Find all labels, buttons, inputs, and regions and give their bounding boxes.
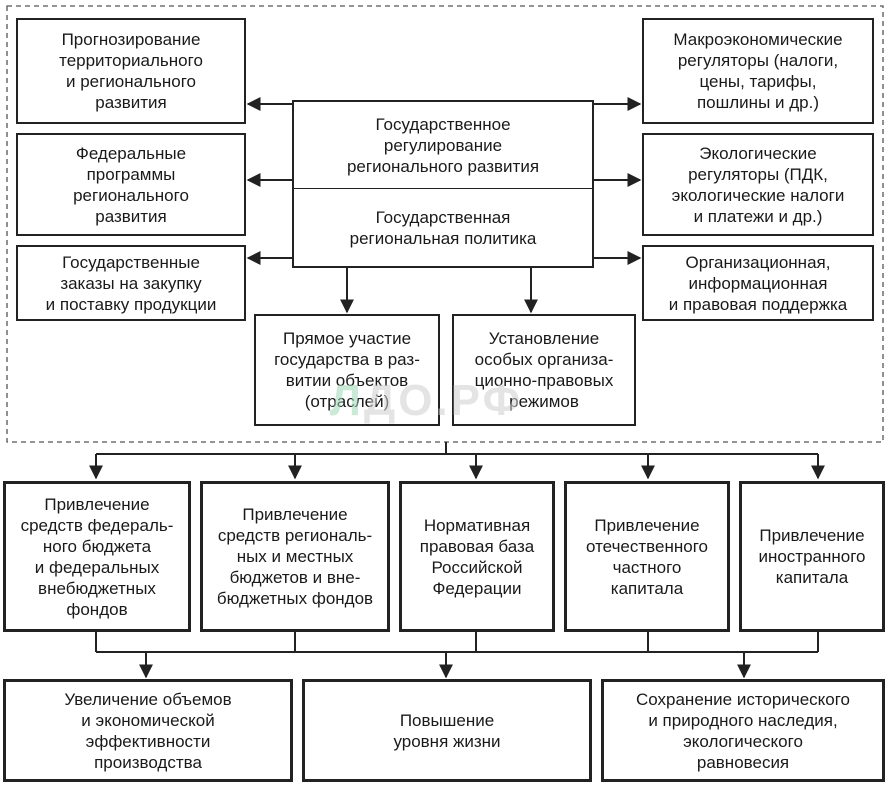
box-regional-budgets: Привлечение средств региональ- ных и мес…	[200, 481, 390, 632]
box-eco-regulators: Экологические регуляторы (ПДК, экологиче…	[642, 133, 874, 236]
box-forecasting: Прогнозирование территориального и регио…	[16, 18, 246, 124]
box-production-efficiency: Увеличение объемов и экономической эффек…	[3, 679, 293, 782]
box-legal-base: Нормативная правовая база Российской Фед…	[399, 481, 555, 632]
box-direct-participation: Прямое участие государства в раз- витии …	[254, 314, 440, 426]
box-special-regimes: Установление особых организа- ционно-пра…	[452, 314, 636, 426]
center-box-bottom-text: Государственная региональная политика	[349, 208, 537, 248]
center-box-top-text: Государственное регулирование региональн…	[346, 114, 540, 176]
box-domestic-capital: Привлечение отечественного частного капи…	[564, 481, 730, 632]
box-living-standards: Повышение уровня жизни	[302, 679, 592, 782]
box-foreign-capital: Привлечение иностранного капитала	[739, 481, 885, 632]
box-federal-budget: Привлечение средств федераль- ного бюдже…	[3, 481, 191, 632]
box-state-orders: Государственные заказы на закупку и пост…	[16, 245, 246, 321]
center-box-divider	[294, 188, 592, 189]
box-org-support: Организационная, информационная и правов…	[642, 245, 874, 321]
box-macro-regulators: Макроэкономические регуляторы (налоги, ц…	[642, 18, 874, 124]
center-box: Государственное регулирование региональн…	[292, 100, 594, 268]
box-heritage-preservation: Сохранение исторического и природного на…	[601, 679, 885, 782]
box-federal-programs: Федеральные программы регионального разв…	[16, 133, 246, 236]
